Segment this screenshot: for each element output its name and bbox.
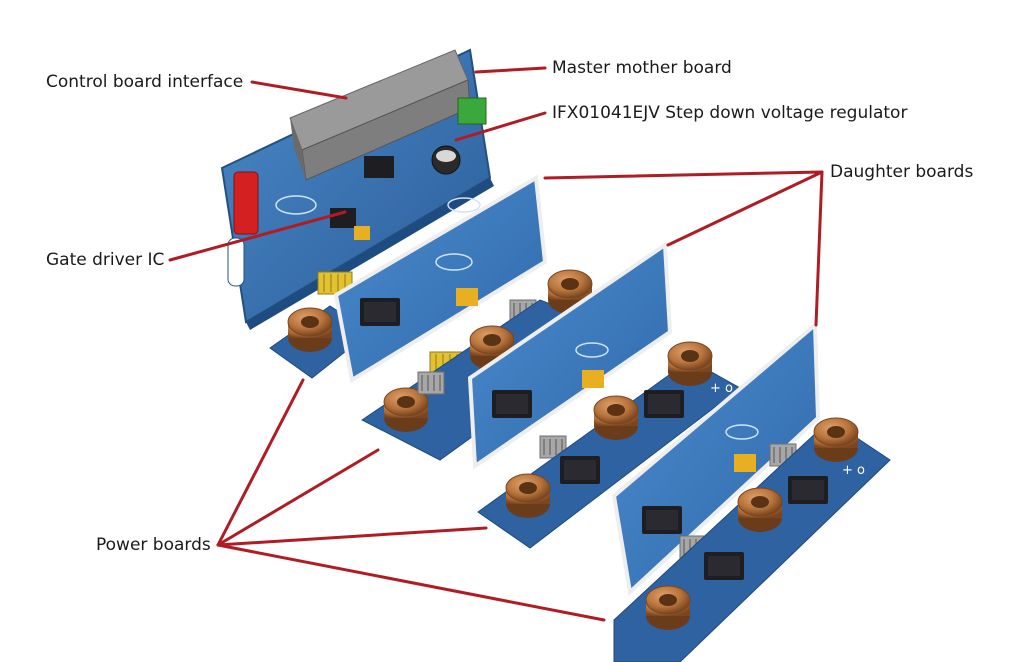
label-control-board-interface: Control board interface xyxy=(46,72,244,92)
label-daughter-boards: Daughter boards xyxy=(830,162,974,182)
terminal-block xyxy=(457,97,487,125)
leader-daughter-2 xyxy=(666,170,824,247)
power-board-4: + o xyxy=(613,417,891,662)
label-regulator: IFX01041EJV Step down voltage regulator xyxy=(552,103,908,123)
leader-gate-driver xyxy=(168,210,347,262)
capacitor-red xyxy=(233,171,259,235)
leader-power-2 xyxy=(216,448,380,547)
leader-power-4 xyxy=(216,543,606,622)
svg-text:+ o: + o xyxy=(710,381,733,396)
voltage-regulator-chip xyxy=(364,156,394,178)
svg-text:+ o: + o xyxy=(842,463,865,478)
leader-regulator xyxy=(454,111,547,142)
leader-master-mother xyxy=(474,66,547,74)
daughter-board-3 xyxy=(611,320,821,596)
leader-control-interface xyxy=(250,80,348,100)
leader-lines xyxy=(168,66,824,622)
leader-daughter-3 xyxy=(814,170,824,327)
label-master-mother-board: Master mother board xyxy=(552,58,732,78)
label-power-boards: Power boards xyxy=(96,535,211,555)
daughter-board-1 xyxy=(333,174,548,384)
leader-power-3 xyxy=(216,526,488,547)
master-mother-board xyxy=(220,48,537,330)
leader-daughter-1 xyxy=(543,170,824,180)
daughter-board-2 xyxy=(467,241,673,473)
label-gate-driver-ic: Gate driver IC xyxy=(46,250,165,270)
leader-power-1 xyxy=(216,378,305,547)
